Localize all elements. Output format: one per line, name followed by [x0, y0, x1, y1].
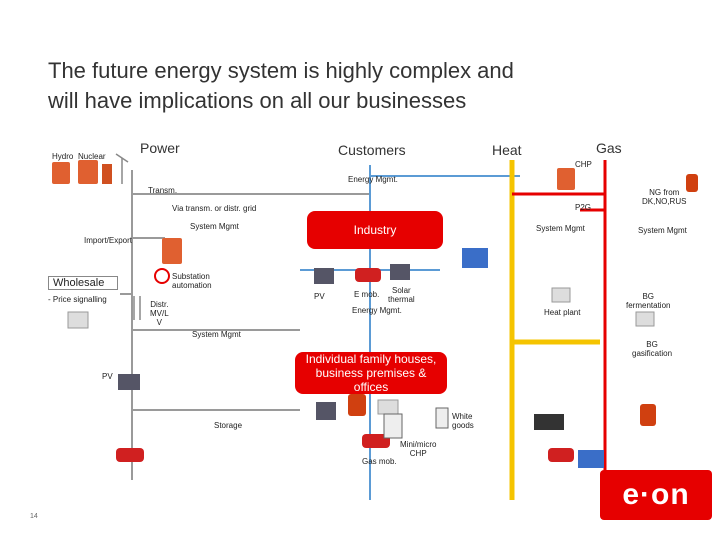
pv-left-icon: [118, 374, 140, 390]
substation-line-1: Substation: [172, 272, 210, 281]
white-goods-icon: [435, 407, 449, 429]
page-number: 14: [30, 513, 38, 520]
page-title: The future energy system is highly compl…: [48, 56, 648, 116]
import-export-label: Import/Export: [84, 236, 133, 245]
industry-truck-icon: [462, 248, 488, 268]
bg-fermentation-icon: [635, 311, 655, 327]
solar-panel-mid-icon: [314, 268, 334, 284]
wind-turbine-icon: [115, 153, 129, 184]
solar-thermal-label: Solar thermal: [388, 286, 415, 304]
bg-gas-line-1: BG: [646, 340, 658, 349]
e-mob-label: E mob.: [354, 290, 380, 299]
gas-header: Gas: [596, 140, 622, 156]
gas-car-icon: [362, 434, 390, 448]
heat-lines: [509, 160, 600, 500]
substation-icon: [154, 268, 170, 284]
mini-chp-label: Mini/micro CHP: [400, 440, 436, 458]
hydro-label: Hydro: [52, 152, 74, 161]
homes-box: Individual family houses, business premi…: [295, 352, 447, 394]
eon-logo: e·on: [600, 470, 712, 520]
customers-header: Customers: [338, 142, 406, 158]
ng-from-line-1: NG from: [649, 188, 680, 197]
solar-line-1: Solar: [392, 286, 411, 295]
hydro-plant-icon: [52, 162, 70, 184]
power-grid-lines: [120, 170, 370, 480]
wholesale-box: Wholesale: [48, 276, 118, 290]
system-mgmt-distr-label: System Mgmt: [192, 330, 241, 339]
substation-line-2: automation: [172, 281, 212, 290]
bg-fermentation-label: BG fermentation: [626, 292, 670, 310]
bg-ferm-line-2: fermentation: [626, 301, 671, 310]
storage-label: Storage: [214, 421, 243, 430]
bg-gasification-label: BG gasification: [632, 340, 672, 358]
white-goods-label: White goods: [452, 412, 474, 430]
transm-label: Transm.: [148, 186, 178, 195]
chp-label: CHP: [575, 160, 592, 169]
system-mgmt-power-label: System Mgmt: [190, 222, 239, 231]
white-goods-line-1: White: [452, 412, 473, 421]
gas-tank-icon: [686, 174, 698, 192]
white-goods-line-2: goods: [452, 421, 474, 430]
title-line-1: The future energy system is highly compl…: [48, 58, 514, 83]
bg-ferm-line-1: BG: [642, 292, 655, 301]
gas-tank-bottom-icon: [640, 404, 656, 426]
pv-mid-label: PV: [314, 292, 325, 301]
ng-from-label: NG from DK,NO,RUS: [642, 188, 686, 206]
plant-icon-top-right: [557, 168, 575, 190]
bg-gas-line-2: gasification: [632, 349, 673, 358]
pv-left-label: PV: [102, 372, 113, 381]
nuclear-plant-icon: [78, 160, 112, 184]
distr-line-2: MV/L: [150, 309, 169, 318]
car-mid-icon: [355, 268, 381, 282]
distr-label: Distr. MV/L V: [150, 300, 169, 327]
mini-chp-line-2: CHP: [409, 449, 427, 458]
distribution-icon: [162, 238, 182, 264]
heat-header: Heat: [492, 142, 522, 158]
via-transm-label: Via transm. or distr. grid: [172, 204, 257, 213]
industry-box: Industry: [307, 211, 443, 249]
distr-line-3: V: [156, 318, 162, 327]
gas-mob-label: Gas mob.: [362, 457, 397, 466]
energy-mgmt-top-label: Energy Mgmt.: [348, 175, 398, 184]
distr-line-1: Distr.: [150, 300, 169, 309]
monitor-icon-wholesale: [67, 311, 89, 329]
power-header: Power: [140, 140, 180, 156]
monitor-icon-heat: [551, 287, 571, 303]
system-mgmt-gas-label: System Mgmt: [638, 226, 687, 235]
nuclear-label: Nuclear: [78, 152, 106, 161]
ship-icon: [534, 414, 564, 430]
monitor-icon-homes: [377, 399, 399, 415]
solar-storage-icon: [316, 402, 336, 420]
substation-label: Substation automation: [172, 272, 212, 290]
ng-from-line-2: DK,NO,RUS: [642, 197, 687, 206]
energy-mgmt-mid-label: Energy Mgmt.: [352, 306, 402, 315]
heat-plant-label: Heat plant: [544, 308, 581, 317]
gas-lines: [512, 160, 607, 500]
car-heat-icon: [548, 448, 574, 462]
storage-icon: [348, 394, 366, 416]
mini-chp-icon: [383, 413, 403, 439]
wind-turbine-mid-icon: [133, 296, 141, 320]
car-left-icon: [116, 448, 144, 462]
p2g-label: P2G: [575, 203, 592, 212]
solar-line-2: thermal: [388, 295, 415, 304]
system-mgmt-heat-label: System Mgmt: [536, 224, 585, 233]
solar-thermal-icon: [390, 264, 410, 280]
title-line-2: will have implications on all our busine…: [48, 88, 467, 113]
price-signalling-label: - Price signalling: [48, 295, 107, 304]
truck-heat-icon: [578, 450, 604, 468]
mini-chp-line-1: Mini/micro: [400, 440, 437, 449]
